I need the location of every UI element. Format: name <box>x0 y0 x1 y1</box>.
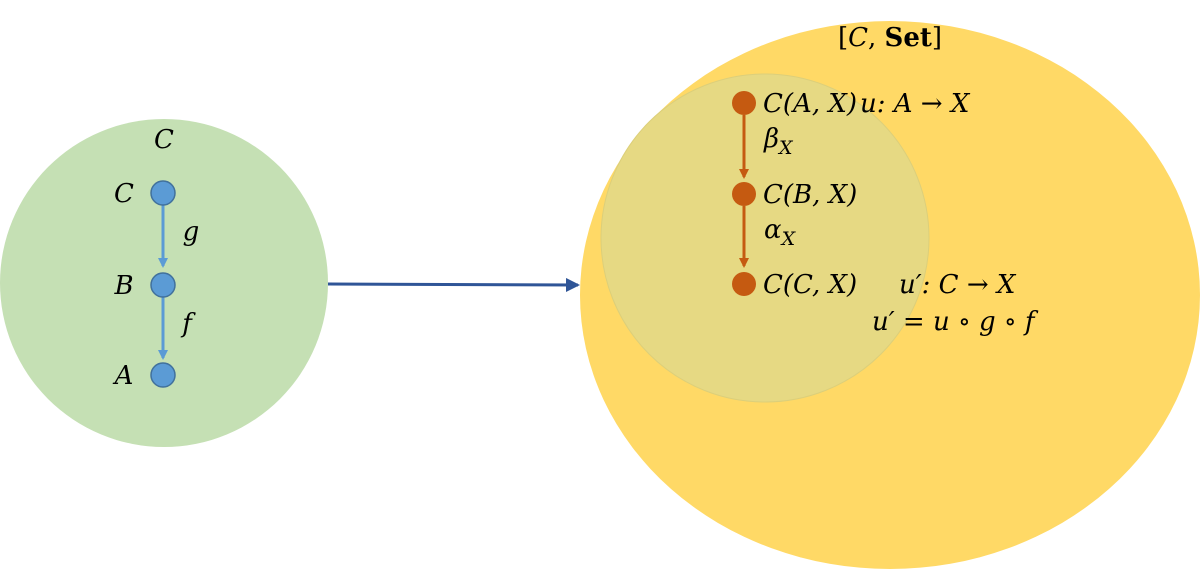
u-prime-label: u′: C → X <box>899 270 1017 300</box>
hom-functors-disk <box>600 73 930 403</box>
functor-arrow <box>327 277 580 292</box>
object-b-node <box>150 272 176 298</box>
left-category-title: C <box>154 125 174 155</box>
object-a-node <box>150 362 176 388</box>
u-label: u: A → X <box>860 89 971 119</box>
object-b-label: B <box>113 271 133 301</box>
left-category: C C B A g f <box>0 119 328 447</box>
hom-c-node <box>732 272 756 296</box>
u-prime-equation: u′ = u ∘ g ∘ f <box>872 307 1039 337</box>
morphism-g-label: g <box>183 217 200 247</box>
object-c-label: C <box>114 179 134 209</box>
hom-b-label: C(B, X) <box>763 180 857 210</box>
functor-category-title: [C, Set] <box>838 23 942 53</box>
object-c-node <box>150 180 176 206</box>
hom-a-node <box>732 91 756 115</box>
hom-a-label: C(A, X) <box>763 89 857 119</box>
alpha-label: αX <box>764 215 797 250</box>
beta-label: βX <box>763 124 794 159</box>
hom-c-label: C(C, X) <box>763 270 857 300</box>
object-a-label: A <box>113 361 134 391</box>
hom-b-node <box>732 182 756 206</box>
right-category: [C, Set] C(A, X) C(B, X) C(C, X) βX αX u… <box>580 21 1200 569</box>
